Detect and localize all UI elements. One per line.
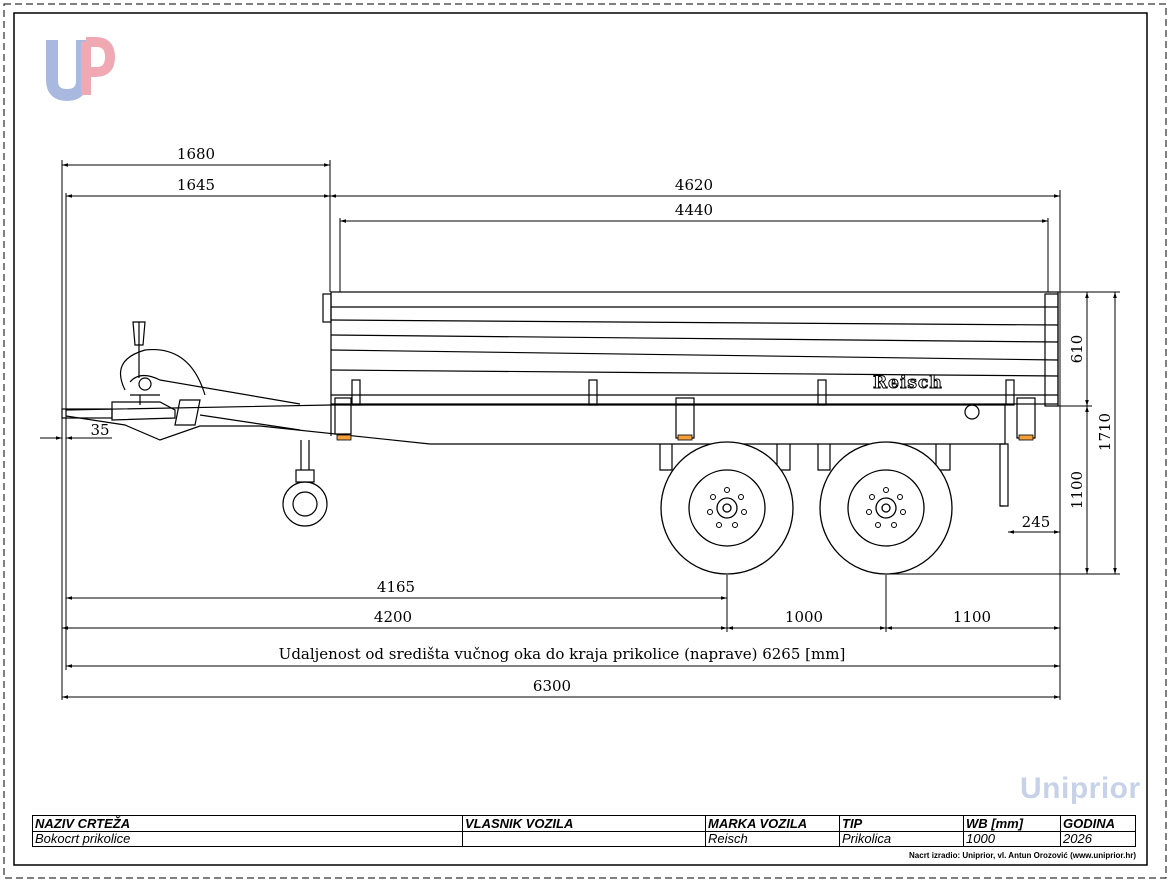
dim-1645: 1645 [177, 176, 215, 194]
dim-6300: 6300 [533, 677, 571, 695]
dim-245: 245 [1022, 513, 1051, 531]
dimension-labels: 1680 1645 4620 4440 610 1710 1100 245 35… [90, 145, 1114, 695]
cell-wheelbase: WB [mm] 1000 [964, 816, 1061, 846]
up-logo [46, 37, 116, 102]
extension-lines [61, 160, 1120, 700]
dim-1710: 1710 [1096, 413, 1114, 451]
value-vehicle-make: Reisch [708, 831, 748, 846]
header-vehicle-owner: VLASNIK VOZILA [465, 816, 574, 831]
value-year: 2026 [1063, 831, 1092, 846]
side-label: Reisch [873, 373, 943, 393]
header-type: TIP [842, 816, 863, 831]
distance-note: Udaljenost od središta vučnog oka do kra… [279, 645, 846, 663]
dimension-arrows [40, 163, 1117, 699]
value-type: Prikolica [842, 831, 892, 846]
cell-vehicle-owner: VLASNIK VOZILA [463, 816, 706, 846]
dim-4440: 4440 [675, 201, 713, 219]
jockey-wheel [282, 481, 328, 527]
value-drawing-name: Bokocrt prikolice [35, 831, 131, 846]
dim-1000: 1000 [785, 608, 823, 626]
dim-35: 35 [90, 421, 109, 439]
cell-type: TIP Prikolica [840, 816, 964, 846]
wheel-front [660, 441, 794, 575]
dim-4620: 4620 [675, 176, 713, 194]
dim-610: 610 [1068, 335, 1086, 364]
trailer-body [61, 291, 1059, 527]
cell-vehicle-make: MARKA VOZILA Reisch [706, 816, 840, 846]
dim-4200: 4200 [374, 608, 412, 626]
title-block: NAZIV CRTEŽA Bokocrt prikolice VLASNIK V… [32, 815, 1136, 847]
header-wheelbase: WB [mm] [966, 816, 1024, 831]
header-drawing-name: NAZIV CRTEŽA [35, 816, 131, 831]
title-block-divider [33, 831, 1135, 832]
header-year: GODINA [1063, 816, 1115, 831]
cell-year: GODINA 2026 [1061, 816, 1135, 846]
author-note: Nacrt izradio: Uniprior, vl. Antun Orozo… [909, 851, 1136, 860]
outer-border [3, 3, 1167, 879]
uniprior-brand-logo: Uniprior [1020, 772, 1141, 805]
side-lamps [336, 434, 1034, 441]
dim-1100-vertical: 1100 [1068, 471, 1086, 509]
value-wheelbase: 1000 [966, 831, 995, 846]
cell-drawing-name: NAZIV CRTEŽA Bokocrt prikolice [33, 816, 463, 846]
dim-1680: 1680 [177, 145, 215, 163]
dim-4165: 4165 [377, 578, 415, 596]
header-vehicle-make: MARKA VOZILA [708, 816, 808, 831]
dim-1100-horizontal: 1100 [953, 608, 991, 626]
wheel-rear [819, 441, 953, 575]
inner-border [13, 12, 1148, 866]
wheel-bolts [707, 487, 906, 528]
